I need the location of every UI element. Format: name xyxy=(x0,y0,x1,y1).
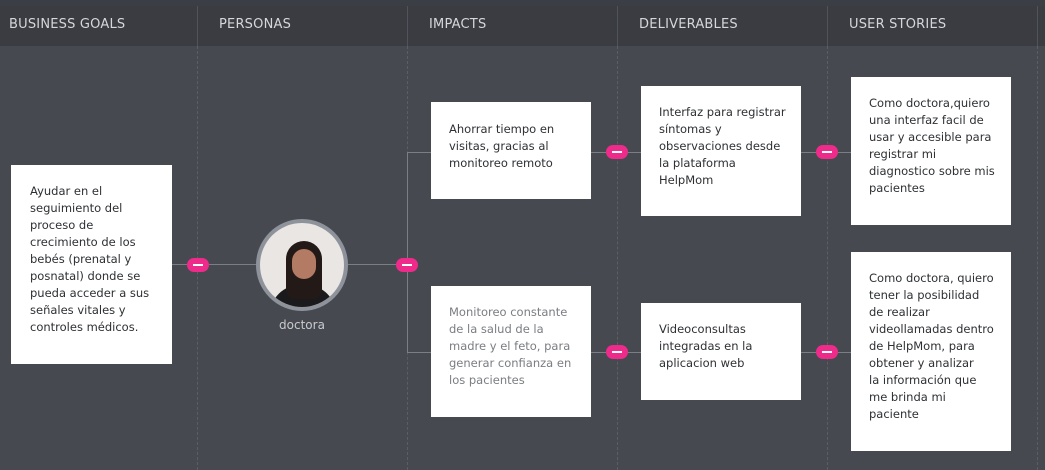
doctor-photo-avatar-icon xyxy=(260,223,344,307)
user-story-card-2[interactable]: Como doctora, quiero tener la posibilida… xyxy=(851,252,1011,451)
column-divider xyxy=(1037,46,1038,470)
column-divider xyxy=(1037,6,1038,46)
persona-avatar[interactable] xyxy=(256,219,348,311)
column-header-impacts: IMPACTS xyxy=(429,17,487,32)
business-goal-card[interactable]: Ayudar en el seguimiento del proceso de … xyxy=(11,165,172,364)
collapse-node-impact-1[interactable] xyxy=(606,145,628,159)
column-divider xyxy=(827,46,828,470)
connector-impact-1 xyxy=(407,152,432,153)
column-header-bar: BUSINESS GOALS PERSONAS IMPACTS DELIVERA… xyxy=(0,6,1045,46)
column-header-business-goals: BUSINESS GOALS xyxy=(9,17,126,32)
collapse-node-persona[interactable] xyxy=(396,258,418,272)
impact-card-1[interactable]: Ahorrar tiempo en visitas, gracias al mo… xyxy=(431,102,591,199)
column-header-user-stories: USER STORIES xyxy=(849,17,947,32)
connector-persona-impacts xyxy=(348,264,407,265)
collapse-node-deliverable-1[interactable] xyxy=(816,145,838,159)
column-divider xyxy=(617,6,618,46)
deliverable-card-2[interactable]: Videoconsultas integradas en la aplicaci… xyxy=(641,303,801,400)
column-header-personas: PERSONAS xyxy=(219,17,292,32)
collapse-node-impact-2[interactable] xyxy=(606,345,628,359)
column-divider xyxy=(197,6,198,46)
collapse-node-deliverable-2[interactable] xyxy=(816,345,838,359)
connector-impacts-branch xyxy=(407,152,408,353)
column-divider xyxy=(827,6,828,46)
collapse-node-goal[interactable] xyxy=(187,258,209,272)
column-divider xyxy=(617,46,618,470)
connector-goal-persona xyxy=(172,264,256,265)
column-divider xyxy=(407,6,408,46)
column-header-deliverables: DELIVERABLES xyxy=(639,17,738,32)
user-story-card-1[interactable]: Como doctora,quiero una interfaz facil d… xyxy=(851,77,1011,225)
deliverable-card-1[interactable]: Interfaz para registrar síntomas y obser… xyxy=(641,86,801,216)
top-bar xyxy=(0,0,1045,6)
impact-card-2[interactable]: Monitoreo constante de la salud de la ma… xyxy=(431,286,591,417)
connector-impact-2 xyxy=(407,352,432,353)
persona-label: doctora xyxy=(279,318,325,332)
